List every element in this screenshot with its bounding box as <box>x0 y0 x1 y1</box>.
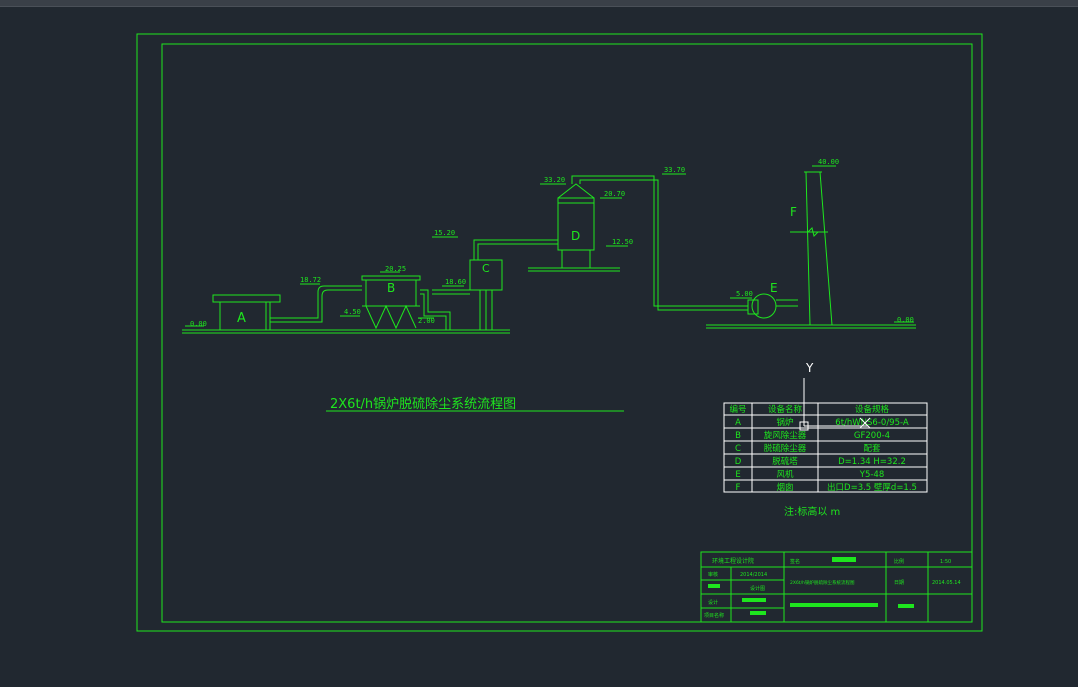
fan-e <box>730 293 798 319</box>
legend-cell: 锅炉 <box>776 417 793 428</box>
legend-cell: C <box>735 444 741 454</box>
elev-d-top: 33.20 <box>544 176 565 184</box>
legend-cell: A <box>735 418 741 428</box>
label-d: D <box>571 229 580 243</box>
tb-org: 环境工程设计院 <box>712 557 754 565</box>
elev-d-in: 15.20 <box>434 229 455 237</box>
tb-date-label: 日期 <box>894 580 904 586</box>
elev-ground-right: 0.00 <box>897 316 914 324</box>
label-a: A <box>237 311 246 326</box>
tb-review: 审核 <box>708 571 718 578</box>
elev-top-pipe: 33.70 <box>664 166 685 174</box>
legend-cell: 6t/hWNS6-0/95-A <box>835 418 909 428</box>
pipe-c-to-d <box>432 236 558 260</box>
elev-b-low: 4.50 <box>344 308 361 316</box>
tb-scale-label: 比例 <box>894 558 904 565</box>
unit-note: 注:标高以 m <box>784 505 840 518</box>
tb-designer: 设计 <box>708 599 718 606</box>
ground-right <box>706 321 916 329</box>
label-e: E <box>770 281 778 295</box>
tb-project: 项目名称 <box>704 612 724 619</box>
legend-cell: E <box>735 470 740 480</box>
title-block <box>700 551 973 623</box>
app-top-bar <box>0 0 1078 7</box>
outer-frame <box>136 33 983 632</box>
tb-scale-value: 1:50 <box>940 559 951 565</box>
label-c: C <box>482 262 490 275</box>
stack-f <box>790 165 836 326</box>
legend-table-text: 编号 设备名称 设备规格 A 锅炉 6t/hWNS6-0/95-A B 旋风除尘器 GF200-… <box>729 404 916 493</box>
legend-cell: GF200-4 <box>854 431 890 441</box>
elev-c-in: 18.60 <box>445 278 466 286</box>
pipe-a-to-b <box>270 283 362 323</box>
label-b: B <box>387 281 395 295</box>
tb-drawing-title: 2X6t/h锅炉脱硫除尘系统流程图 <box>790 579 855 586</box>
legend-cell: 脱硫除尘器 <box>764 443 807 454</box>
pipe-d-to-e <box>571 173 748 311</box>
legend-cell: D <box>735 457 742 467</box>
legend-cell: F <box>736 483 741 493</box>
elev-b-top: 20.25 <box>385 265 406 273</box>
tb-date-range: 2014/2014 <box>740 572 767 578</box>
elev-fan-in: 5.00 <box>736 290 753 298</box>
elev-ground-left: 0.00 <box>190 320 207 328</box>
tb-signature: 签名 <box>790 558 800 565</box>
elev-d-base: 12.50 <box>612 238 633 246</box>
inner-frame <box>161 43 973 623</box>
legend-header-cell: 编号 <box>729 404 746 415</box>
legend-header-cell: 设备规格 <box>855 404 890 415</box>
axis-y-label: Y <box>805 361 814 375</box>
scrubber-c <box>469 259 503 330</box>
elev-pipe-a: 18.72 <box>300 276 321 284</box>
pipe-b-to-c <box>418 285 470 330</box>
legend-cell: 脱硫塔 <box>772 456 798 467</box>
legend-cell: D=1.34 H=32.2 <box>838 457 906 467</box>
label-f: F <box>790 205 797 219</box>
legend-cell: 配套 <box>863 443 881 454</box>
legend-cell: B <box>735 431 741 441</box>
ucs-y-axis-marker <box>799 378 871 431</box>
tb-date-value: 2014.05.14 <box>932 580 961 586</box>
elev-b-bottom: 2.00 <box>418 317 435 325</box>
legend-table <box>723 402 928 493</box>
legend-cell: 烟囱 <box>776 482 793 493</box>
elev-d-out: 20.70 <box>604 190 625 198</box>
cyclone-b <box>361 271 421 330</box>
boiler-a <box>212 294 281 331</box>
tower-d <box>528 183 628 272</box>
legend-header-cell: 设备名称 <box>768 404 803 415</box>
tb-drawing-type: 设计图 <box>750 585 765 592</box>
legend-cell: Y5-48 <box>859 470 884 480</box>
legend-cell: 旋风除尘器 <box>764 430 807 441</box>
legend-cell: 出口D=3.5 壁厚d=1.5 <box>827 482 917 493</box>
legend-cell: 风机 <box>776 469 794 480</box>
elev-stack-top: 40.00 <box>818 158 839 166</box>
diagram-title: 2X6t/h锅炉脱硫除尘系统流程图 <box>330 396 516 412</box>
